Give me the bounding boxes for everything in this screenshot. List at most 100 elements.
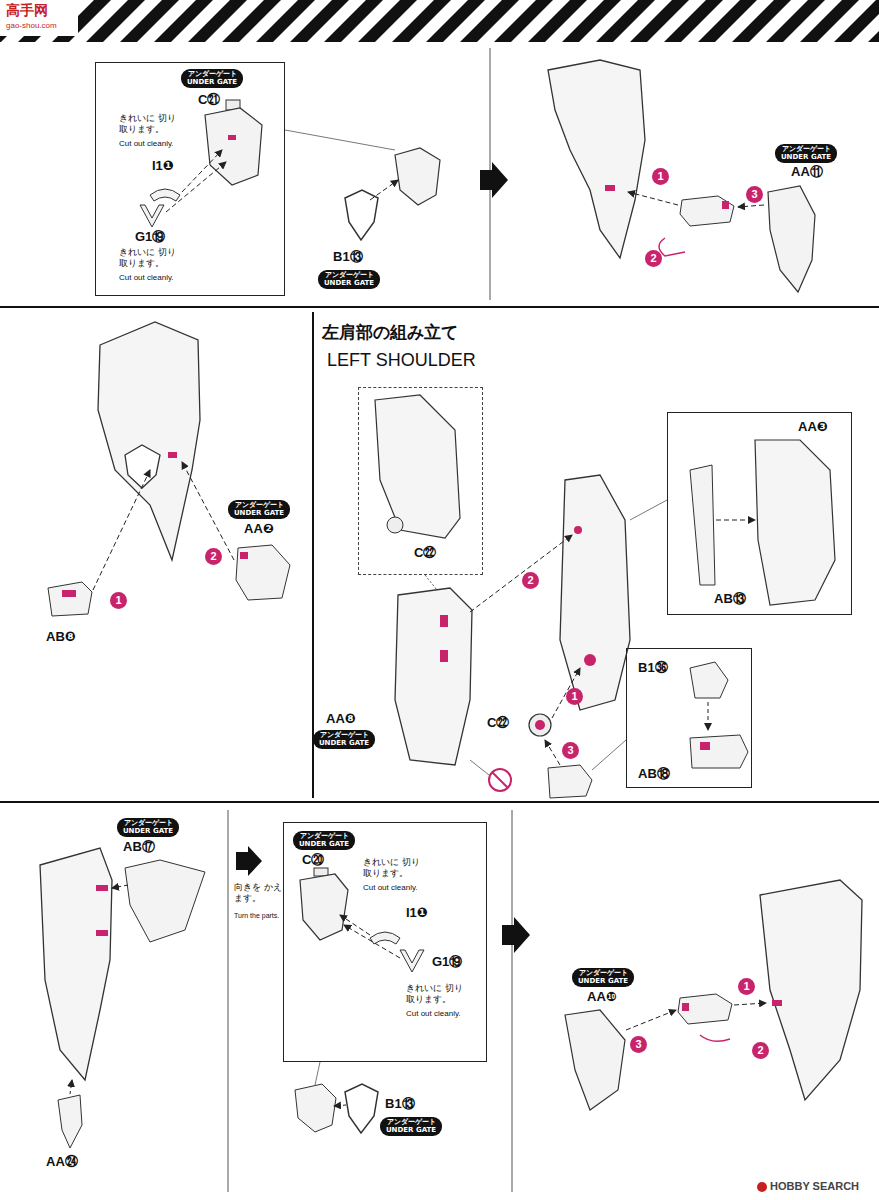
under-gate-badge: アンダーゲート UNDER GATE (181, 69, 243, 88)
under-gate-badge: アンダーゲート UNDER GATE (318, 270, 380, 289)
part-bracket (395, 148, 440, 205)
rotate-arrow (659, 238, 685, 256)
turn-note: Turn the parts. (234, 912, 279, 920)
part-number: AA㉔ (45, 1155, 79, 1169)
part-aa2 (236, 545, 290, 600)
under-gate-badge: アンダーゲート UNDER GATE (293, 831, 355, 850)
step-number: 2 (522, 572, 539, 589)
part-ab17 (125, 860, 205, 942)
part-number: G1⑲ (431, 955, 463, 969)
under-gate-badge: アンダーゲート UNDER GATE (313, 730, 375, 749)
part-number: AB❽ (45, 630, 77, 644)
no-cut-symbol (489, 769, 511, 791)
part-ring (529, 714, 551, 736)
detail-inset: C⑳きれいに 切り取ります。Cut out cleanly.I1❶G1⑲きれいに… (283, 822, 487, 1062)
turn-note: 向きを かえます。 (234, 882, 288, 904)
part-slot (605, 185, 615, 191)
part-number: B1㊱ (637, 661, 669, 675)
no-cut-symbol (492, 772, 508, 788)
flow-arrow (480, 162, 508, 198)
assembly-arrow (166, 162, 226, 212)
part-slot (62, 590, 76, 597)
badge-text: アンダーゲート UNDER GATE (185, 71, 239, 86)
step-number: 1 (566, 688, 583, 705)
part-hexagon (345, 1084, 378, 1133)
badge-text: アンダーゲート UNDER GATE (384, 1119, 438, 1134)
part-v (400, 950, 424, 972)
part-number: C⑳ (301, 853, 325, 867)
part-number: AA❿ (586, 990, 618, 1004)
part-number: AA❷ (243, 522, 275, 536)
assembly-arrow (182, 462, 234, 560)
watermark: gao-shou.com (4, 22, 59, 31)
watermark: 高手网 (4, 3, 50, 18)
step-number: 3 (562, 742, 579, 759)
part-number: C㉒ (413, 546, 437, 560)
cut-note: きれいに 切り取ります。 (363, 857, 427, 879)
part-cap (548, 765, 592, 798)
part-hexagon (125, 445, 160, 488)
assembly-arrow (545, 740, 560, 765)
part-slot (440, 650, 448, 662)
part-slot (240, 552, 248, 559)
part-bracket (205, 108, 262, 185)
assembly-arrow (182, 150, 222, 192)
part-aa3 (755, 440, 835, 605)
inset-leader (315, 1062, 320, 1085)
badge-text: アンダーゲート UNDER GATE (317, 732, 371, 747)
assembly-arrow (734, 1003, 766, 1005)
part-aa8 (395, 588, 472, 765)
step-number: 1 (738, 978, 755, 995)
badge-text: アンダーゲート UNDER GATE (576, 970, 630, 985)
shoulder-armor (98, 322, 200, 560)
assembly-arrow (738, 205, 764, 207)
part-slot (772, 1000, 782, 1006)
part-slot (722, 201, 729, 209)
inset-leader (630, 500, 667, 520)
part-number: I1❶ (151, 159, 175, 173)
under-gate-badge: アンダーゲート UNDER GATE (228, 500, 290, 519)
assembly-arrow (112, 885, 128, 888)
section-title: 左肩部の組み立て (322, 322, 458, 342)
detail-inset: C㉑きれいに 切り取ります。Cut out cleanly.I1❶G1⑲きれいに… (95, 62, 285, 296)
part-arch (150, 189, 180, 201)
part-ab13 (690, 465, 715, 585)
assembly-arrow (93, 470, 150, 590)
badge-text: アンダーゲート UNDER GATE (322, 272, 376, 287)
under-gate-badge: アンダーゲート UNDER GATE (775, 144, 837, 163)
assembly-arrow (626, 1010, 676, 1030)
cut-note: きれいに 切り取ります。 (406, 983, 470, 1005)
flow-arrow (236, 846, 262, 876)
badge-text: アンダーゲート UNDER GATE (232, 502, 286, 517)
badge-text: アンダーゲート UNDER GATE (779, 146, 833, 161)
under-gate-badge: アンダーゲート UNDER GATE (117, 818, 179, 837)
part-ab8 (48, 582, 92, 616)
part-slot (700, 742, 710, 750)
badge-text: アンダーゲート UNDER GATE (121, 820, 175, 835)
detail-inset-dashed: C㉒ (358, 387, 483, 575)
cut-note: きれいに 切り取ります。 (119, 113, 183, 135)
header-stripe (868, 0, 879, 42)
cut-note: Cut out cleanly. (119, 273, 174, 283)
part-bracket (300, 874, 348, 940)
assembly-arrow (716, 520, 755, 521)
part-slot (228, 135, 236, 140)
panel-divider (312, 312, 314, 798)
part-slot (96, 930, 108, 936)
part-slot (168, 452, 177, 458)
under-gate-badge: アンダーゲート UNDER GATE (380, 1117, 442, 1136)
part-number: C㉑ (197, 93, 221, 107)
part-number: AA⑪ (790, 165, 824, 179)
header-stripe (834, 0, 879, 42)
part-number: AB⑰ (122, 840, 156, 854)
part-number: I1❶ (405, 906, 429, 920)
part-v (140, 205, 164, 227)
flow-arrow (502, 917, 530, 953)
shoulder-armor (548, 60, 645, 258)
part-number: AA❸ (797, 420, 829, 434)
cut-note: きれいに 切り取ります。 (119, 247, 183, 269)
part-aa24 (58, 1095, 82, 1148)
part-peg (314, 868, 328, 876)
